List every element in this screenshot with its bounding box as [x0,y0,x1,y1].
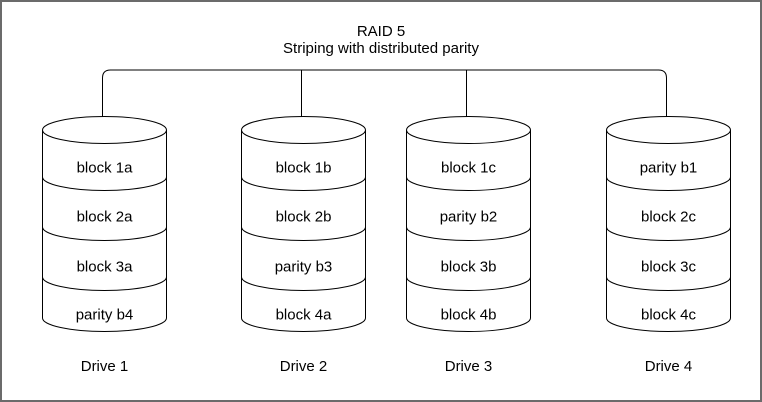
block-segment-label: block 1b [275,159,332,177]
drive-cylinder-icon [241,116,366,332]
drive-label: Drive 3 [444,358,493,375]
block-segment-label: block 3b [440,258,497,276]
block-segment-label: block 2a [76,208,133,226]
drive-cylinder-icon [406,116,531,332]
drive-1: block 1a block 2a block 3a parity b4 Dri… [42,116,167,386]
drive-cylinder-icon [606,116,731,332]
block-segment-label: block 3a [76,258,133,276]
block-segment-label: parity b3 [274,258,333,276]
diagram-title: RAID 5 [356,23,406,40]
diagram-subtitle: Striping with distributed parity [283,40,479,57]
drive-3: block 1c parity b2 block 3b block 4b Dri… [406,116,531,386]
block-segment-label: block 4c [640,306,697,324]
block-segment-label: parity b4 [75,306,134,324]
block-segment-label: block 1a [76,159,133,177]
block-segment-label: parity b2 [439,208,498,226]
block-segment-label: block 3c [640,258,697,276]
block-segment-label: block 2c [640,208,697,226]
block-segment-label: block 2b [275,208,332,226]
diagram-header: RAID 5 Striping with distributed parity [2,23,760,57]
drive-label: Drive 4 [644,358,693,375]
block-segment-label: block 4b [440,306,497,324]
block-segment-label: block 4a [275,306,332,324]
drive-4: parity b1 block 2c block 3c block 4c Dri… [606,116,731,386]
drive-2: block 1b block 2b parity b3 block 4a Dri… [241,116,366,386]
bus-connector-lines [102,69,667,117]
drive-cylinder-icon [42,116,167,332]
block-segment-label: parity b1 [639,159,698,177]
block-segment-label: block 1c [440,159,497,177]
drive-label: Drive 2 [279,358,328,375]
drive-label: Drive 1 [80,358,129,375]
